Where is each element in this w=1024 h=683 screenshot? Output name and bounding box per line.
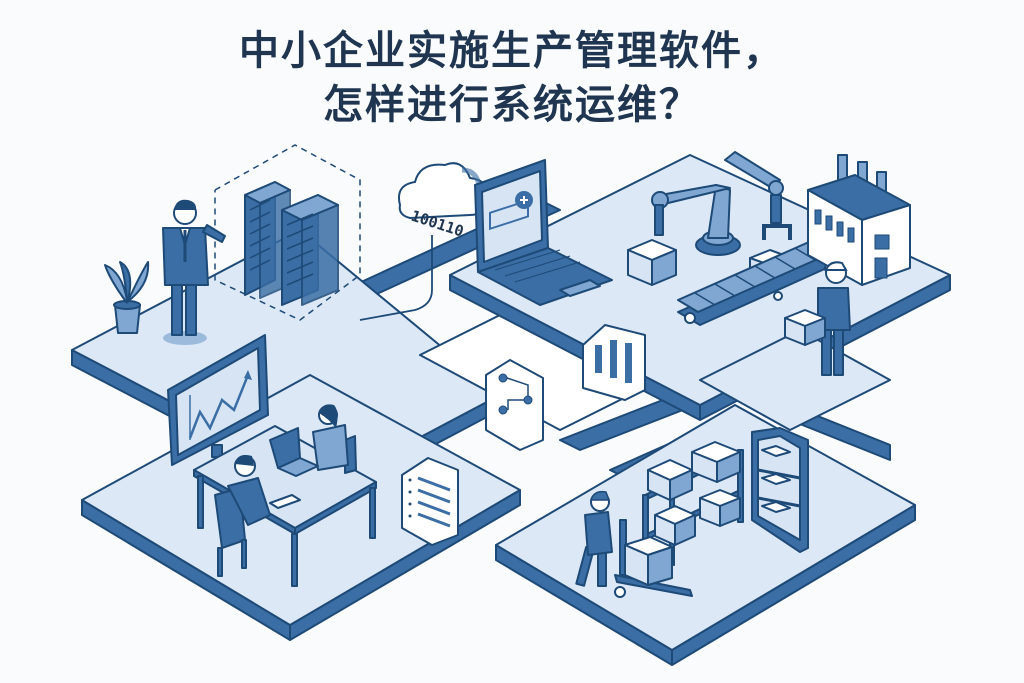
office-desk — [193, 425, 377, 587]
warehouse-boxes-bottom — [654, 489, 741, 546]
factory-building — [807, 154, 911, 286]
tall-storage-rack — [751, 427, 809, 553]
trend-monitor — [167, 334, 269, 466]
box-near-robot — [627, 239, 677, 286]
robot-arm — [651, 151, 792, 256]
network-cable — [359, 235, 433, 321]
warehouse-platform — [495, 404, 916, 666]
employee-man-chair — [214, 455, 301, 577]
page-title-line-2: 怎样进行系统运维？ — [323, 82, 701, 128]
workflow-card-icon — [485, 359, 544, 451]
box-held-by-worker — [784, 309, 826, 346]
laptop — [474, 159, 613, 306]
checklist-card-icon — [401, 457, 459, 546]
page-title-line-1: 中小企业实施生产管理软件， — [239, 28, 785, 74]
warehouse-boxes-top — [647, 441, 741, 501]
server-rack-2 — [281, 194, 339, 306]
pallet-jack-worker — [575, 490, 613, 587]
employee-woman-laptop — [269, 404, 357, 477]
manager-figure — [162, 199, 226, 345]
potted-plant — [104, 261, 150, 334]
conveyor-belt — [677, 237, 841, 326]
pallet-jack — [614, 519, 693, 598]
server-dashed-enclosure — [214, 144, 361, 321]
bar-chart-card-icon — [582, 324, 646, 401]
